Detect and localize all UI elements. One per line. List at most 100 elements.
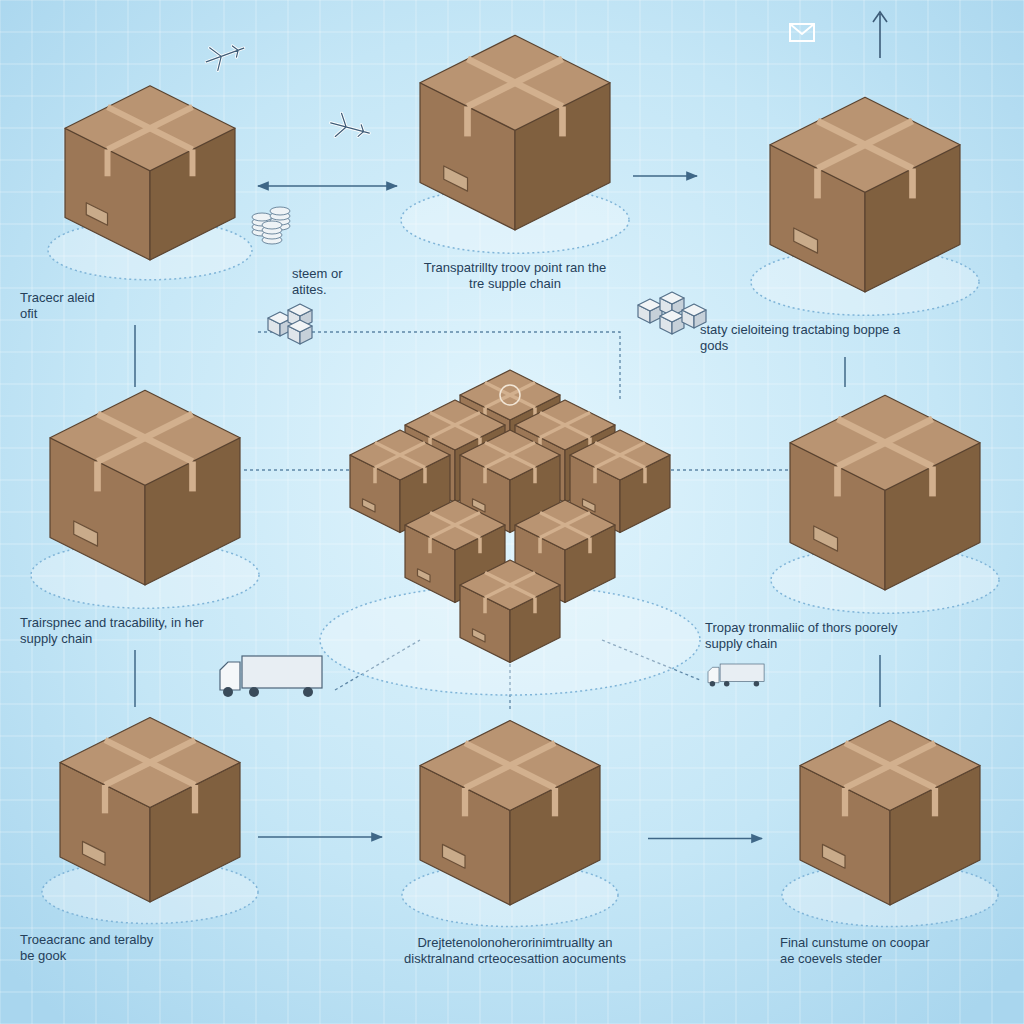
cardboard-box (420, 721, 600, 906)
small-crate (288, 320, 312, 344)
box-tape (105, 740, 195, 785)
box-top (60, 718, 240, 808)
box-tape (483, 468, 487, 484)
box-top (460, 560, 560, 610)
truck-cab (708, 667, 719, 682)
box-tape (593, 468, 597, 484)
connector (844, 357, 846, 387)
box-tape (485, 383, 535, 408)
crate-top (288, 304, 312, 316)
box-tape (98, 414, 193, 462)
box-top (790, 395, 980, 490)
connector (134, 650, 136, 707)
box-tape (818, 121, 913, 169)
box-caption: Trairspnec and tracability, in her suppl… (20, 615, 205, 647)
box-tape (485, 573, 535, 598)
box-caption: Tracecr aleid ofit (20, 290, 100, 322)
box-tape (838, 419, 933, 467)
box-caption: Tropay tronmaliic of thors poorely suppl… (705, 620, 925, 652)
note-label: steem or atites. (292, 266, 360, 298)
truck-icon (708, 664, 764, 687)
box-caption: Final cunstume on coopar ae coevels sted… (780, 935, 945, 967)
cardboard-box (800, 721, 980, 906)
box-tape (485, 443, 535, 468)
box-tape (838, 419, 933, 467)
box-label (83, 841, 106, 865)
box-tape (189, 462, 196, 492)
crate-top (638, 299, 662, 311)
up-arrow-icon (873, 12, 887, 58)
cardboard-box (770, 97, 960, 292)
small-crate (638, 299, 662, 323)
box-tape (483, 598, 487, 614)
box-caption: Troeacranc and teralby be gook (20, 932, 170, 964)
text-block: Drejtetenolonoherorinimtruallty an diskt… (385, 935, 645, 967)
plane-outline (202, 37, 248, 73)
coin (262, 221, 282, 229)
box-tape (105, 740, 195, 785)
box-tape (430, 513, 480, 538)
box-illustration (765, 710, 1000, 935)
box-tape (102, 785, 108, 813)
connector (648, 838, 762, 840)
box-tape (845, 743, 935, 788)
box-tape (462, 788, 468, 816)
box-tape (430, 513, 480, 538)
box-tape (834, 467, 841, 497)
text-block: Troeacranc and teralby be gook (20, 932, 170, 964)
box-tape (192, 785, 198, 813)
box-caption: staty cieloiteing tractabing boppe a god… (700, 322, 920, 354)
envelope-flap (790, 24, 814, 34)
box-tape (595, 443, 645, 468)
crate-top (660, 310, 684, 322)
text-block: staty cieloiteing tractabing boppe a god… (700, 322, 920, 354)
box-node: Troeacranc and teralby be gook (15, 710, 255, 964)
box-tape (94, 462, 101, 492)
box-tape (533, 468, 537, 484)
crate-top (682, 304, 706, 316)
box-tape (478, 538, 482, 554)
cardboard-box (50, 390, 240, 585)
box-tape (423, 468, 427, 484)
truck-wheel (223, 687, 233, 697)
box-label (418, 569, 431, 582)
box-caption: Drejtetenolonoherorinimtruallty an diskt… (385, 935, 645, 967)
cardboard-box (65, 86, 235, 260)
envelope-icon (790, 24, 814, 41)
box-tape (540, 513, 590, 538)
box-tape (464, 107, 471, 137)
box-illustration (15, 390, 260, 615)
box-tape (485, 573, 535, 598)
box-tape (428, 538, 432, 554)
connector (258, 185, 397, 187)
box-label (443, 844, 466, 868)
box-top (420, 721, 600, 811)
box-tape (559, 107, 566, 137)
plane-shape (202, 37, 248, 73)
box-top (515, 500, 615, 550)
grid-line (0, 704, 1024, 705)
text-block: Tropay tronmaliic of thors poorely suppl… (705, 620, 925, 652)
box-tape (465, 743, 555, 788)
box-tape (929, 467, 936, 497)
decorations (202, 12, 887, 712)
box-tape (540, 513, 590, 538)
box-symbol (500, 385, 520, 405)
box-illustration (400, 30, 630, 260)
box-top (50, 390, 240, 485)
plane-icon (328, 111, 373, 145)
box-node: Tropay tronmaliic of thors poorely suppl… (695, 390, 995, 652)
plane-icon (202, 37, 248, 73)
cardboard-box (420, 35, 610, 230)
box-tape (540, 413, 590, 438)
crate-top (660, 292, 684, 304)
box-top (405, 500, 505, 550)
box-node: Trairspnec and tracability, in her suppl… (15, 390, 260, 647)
box-top (770, 97, 960, 192)
box-tape (595, 443, 645, 468)
connector (258, 836, 382, 838)
box-tape (105, 150, 111, 177)
truck-wheel (724, 681, 730, 687)
box-illustration (385, 710, 645, 935)
